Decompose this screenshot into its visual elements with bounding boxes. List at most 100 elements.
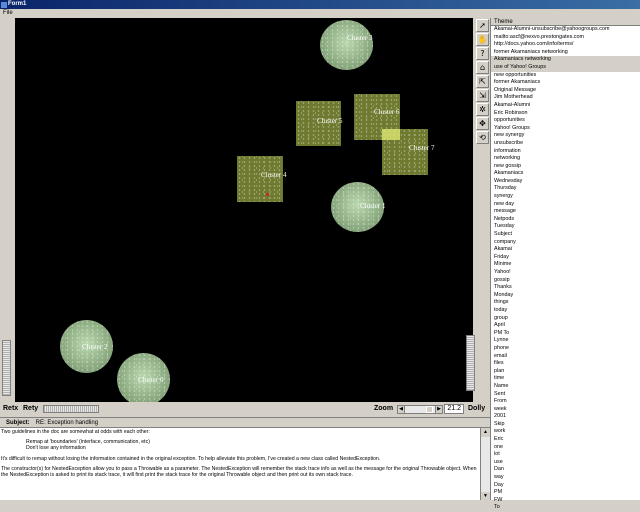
theme-item[interactable]: week [494, 405, 507, 412]
theme-item[interactable]: gossip [494, 276, 510, 283]
left-vertical-slider[interactable] [2, 340, 11, 396]
theme-item[interactable]: Akamai-Alumni [494, 101, 531, 108]
theme-item[interactable]: Akamai-Alumni-unsubscribe@yahoogroups.co… [494, 26, 610, 32]
scroll-left-icon[interactable]: ◀ [398, 406, 405, 413]
theme-item[interactable]: From [494, 398, 507, 405]
themes-header[interactable]: Theme [491, 18, 640, 26]
cluster-canvas[interactable]: Cluster 3 Cluster 5 Cluster 6 Cluster 7 … [15, 18, 473, 402]
theme-item[interactable]: Day [494, 481, 504, 488]
zoom-thumb[interactable] [426, 406, 433, 413]
theme-item[interactable]: Friday [494, 253, 509, 260]
arrow-tool-icon[interactable]: ➚ [476, 19, 489, 32]
theme-item[interactable]: phone [494, 344, 509, 351]
theme-item[interactable]: new opportunities [494, 71, 537, 78]
theme-item[interactable]: Akamaniacs networking [491, 56, 640, 64]
theme-item[interactable]: information [494, 147, 521, 154]
theme-item[interactable]: Jim Motherhead [494, 94, 533, 101]
theme-item[interactable]: former Akamaniacs [494, 79, 541, 86]
theme-item[interactable]: opportunities [494, 117, 525, 124]
theme-item[interactable]: Sent [494, 390, 506, 397]
theme-item[interactable]: Yahoo! [494, 269, 511, 275]
menu-file[interactable]: File [3, 10, 13, 16]
theme-item[interactable]: 2001 [494, 413, 506, 420]
cluster-points [60, 320, 113, 373]
theme-item[interactable]: things [494, 299, 509, 306]
title-bar[interactable]: Form1 [0, 0, 640, 9]
theme-item[interactable]: today [494, 306, 508, 313]
theme-item[interactable]: way [494, 474, 504, 481]
theme-item[interactable]: company [494, 238, 516, 245]
theme-item[interactable]: Netpods [494, 215, 515, 222]
zoom-value-field[interactable]: 21.2 [444, 404, 464, 414]
theme-item[interactable]: Eric [494, 436, 504, 443]
rety-slider[interactable] [43, 405, 99, 413]
theme-item[interactable]: Akamaniacs [494, 170, 524, 177]
slider-thumb[interactable] [3, 341, 10, 395]
theme-item[interactable]: April [494, 322, 505, 329]
theme-item[interactable]: http://docs.yahoo.com/info/terms/ [494, 41, 574, 48]
theme-item[interactable]: Original Message [494, 86, 536, 93]
theme-item[interactable]: use [494, 458, 503, 465]
theme-item[interactable]: message [494, 208, 516, 215]
zoom-scrollbar[interactable]: ◀ ▶ [397, 405, 443, 414]
theme-item[interactable]: lot [494, 451, 500, 458]
cluster-4[interactable]: Cluster 4 [237, 156, 286, 202]
theme-item[interactable]: synergy [494, 193, 513, 200]
themes-list: Akamai-Alumni-unsubscribe@yahoogroups.co… [491, 26, 640, 512]
slider-thumb[interactable] [467, 336, 474, 390]
reset-icon[interactable]: ⟲ [476, 131, 489, 144]
theme-item[interactable]: Lynne [494, 337, 509, 344]
theme-item[interactable]: former Akamaniacs networking [494, 48, 568, 55]
email-scrollbar[interactable]: ▲ ▼ [480, 428, 490, 500]
cluster-2[interactable]: Cluster 2 [60, 320, 113, 373]
theme-item[interactable]: use of Yahoo! Groups [491, 63, 640, 72]
theme-item[interactable]: Dan [494, 466, 504, 473]
theme-item[interactable]: unsubscribe [494, 139, 524, 146]
theme-item[interactable]: Wednesday [494, 177, 523, 184]
theme-item[interactable]: Monday [494, 291, 514, 298]
theme-item[interactable]: networking [494, 155, 521, 162]
theme-item[interactable]: Eric Robinson [494, 109, 528, 116]
email-preview: Subject:RE: Exception handling Two guide… [0, 417, 490, 500]
theme-item[interactable]: To [494, 504, 500, 511]
theme-item[interactable]: Name [494, 382, 509, 389]
scroll-up-icon[interactable]: ▲ [481, 428, 490, 437]
theme-item[interactable]: one [494, 443, 503, 450]
pan-icon[interactable]: ⇲ [476, 89, 489, 102]
theme-item[interactable]: Thanks [494, 284, 512, 291]
theme-item[interactable]: Minime [494, 261, 512, 268]
theme-item[interactable]: group [494, 314, 508, 321]
email-body[interactable]: Two guidelines in the doc are somewhat a… [0, 428, 480, 478]
theme-item[interactable]: Thursday [494, 185, 517, 192]
hand-tool-icon[interactable]: ✋ [476, 33, 489, 46]
theme-item[interactable]: mailto:ascf@nexvo.prestongates.com [494, 33, 584, 40]
theme-item[interactable]: files [494, 360, 504, 367]
theme-item[interactable]: work [494, 428, 506, 435]
help-icon[interactable]: ? [476, 47, 489, 60]
scroll-down-icon[interactable]: ▼ [481, 492, 490, 500]
network-icon[interactable]: ✲ [476, 103, 489, 116]
theme-item[interactable]: new gossip [494, 162, 521, 169]
theme-item[interactable]: PM To [494, 329, 510, 336]
theme-item[interactable]: new day [494, 200, 515, 207]
cluster-1[interactable]: Cluster 1 [331, 182, 385, 232]
theme-item[interactable]: time [494, 375, 505, 382]
theme-item[interactable]: new synergy [494, 132, 525, 139]
theme-item[interactable]: Yahoo! Groups [494, 124, 530, 131]
theme-item[interactable]: plan [494, 367, 505, 374]
home-icon[interactable]: ⌂ [476, 61, 489, 74]
scroll-right-icon[interactable]: ▶ [435, 406, 442, 413]
theme-item[interactable]: email [494, 352, 507, 359]
theme-item[interactable]: Skip [494, 420, 505, 427]
cluster-0[interactable]: Cluster 0 [117, 353, 170, 402]
theme-item[interactable]: PM [494, 489, 503, 496]
cluster-5[interactable]: Cluster 5 [296, 101, 342, 146]
theme-item[interactable]: Akamai [494, 246, 512, 253]
theme-item[interactable]: FW [494, 496, 503, 503]
select-icon[interactable]: ⇱ [476, 75, 489, 88]
cluster-3[interactable]: Cluster 3 [320, 20, 373, 70]
move-icon[interactable]: ✥ [476, 117, 489, 130]
theme-item[interactable]: Tuesday [494, 223, 515, 230]
theme-item[interactable]: Subject [494, 231, 512, 238]
right-vertical-slider[interactable] [466, 335, 475, 391]
